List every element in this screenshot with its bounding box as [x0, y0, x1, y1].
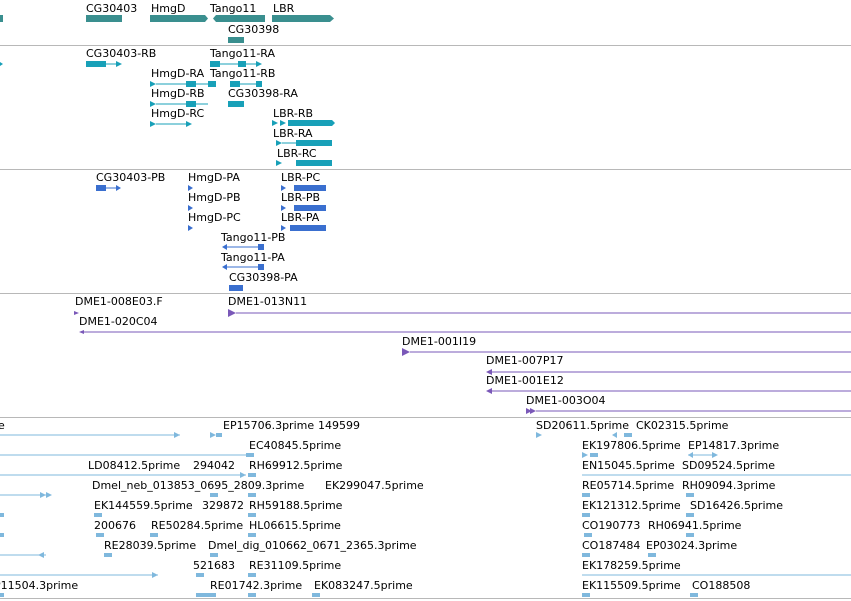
gene-label[interactable]: CG30403	[86, 2, 138, 15]
est-label[interactable]: RE28039.5prime	[104, 539, 197, 552]
est-label[interactable]: EK144559.5prime	[94, 499, 193, 512]
gene-label[interactable]: LBR	[273, 2, 295, 15]
track-separator-clones-ests	[0, 417, 851, 418]
est-label[interactable]: EK178259.5prime	[582, 559, 681, 572]
transcript-label[interactable]: Tango11-RB	[210, 67, 276, 80]
transcript-label[interactable]: HmgD-RA	[151, 67, 205, 80]
clone-label[interactable]: DME1-020C04	[79, 315, 158, 328]
est-label[interactable]: Dmel_dig_010662_0671_2365.3prime	[208, 539, 417, 552]
est-label[interactable]: RE01742.3prime	[210, 579, 303, 592]
clone-label[interactable]: DME1-008E03.F	[75, 295, 163, 308]
protein-track: CG30403-PB HmgD-PA LBR-PC HmgD-PB LBR-PB…	[0, 170, 851, 293]
protein-label[interactable]: CG30403-PB	[96, 171, 166, 184]
est-label[interactable]: Dmel_neb_013853_0695_2809.3prime	[92, 479, 305, 492]
clone-label[interactable]: DME1-007P17	[486, 354, 564, 367]
est-label[interactable]: 294042	[193, 459, 235, 472]
est-label[interactable]: RH59188.5prime	[249, 499, 343, 512]
est-label[interactable]: EC40845.5prime	[249, 439, 342, 452]
est-label[interactable]: EP14817.3prime	[688, 439, 780, 452]
protein-label[interactable]: HmgD-PA	[188, 171, 240, 184]
transcript-label[interactable]: HmgD-RB	[151, 87, 205, 100]
est-label[interactable]: LD08412.5prime	[88, 459, 181, 472]
track-separator-proteins-clones	[0, 293, 851, 294]
protein-label[interactable]: LBR-PB	[281, 191, 321, 204]
gene-label[interactable]: HmgD	[151, 2, 186, 15]
est-label[interactable]: CO188508	[692, 579, 751, 592]
protein-label[interactable]: LBR-PC	[281, 171, 321, 184]
track-separator-genes-transcripts	[0, 45, 851, 46]
transcript-label[interactable]: HmgD-RC	[151, 107, 205, 120]
protein-label[interactable]: LBR-PA	[281, 211, 320, 224]
est-label[interactable]: RE05714.5prime	[582, 479, 675, 492]
transcript-label[interactable]: LBR-RA	[273, 127, 313, 140]
clone-label[interactable]: DME1-001E12	[486, 374, 564, 387]
est-label[interactable]: EP15706.3prime	[223, 419, 315, 432]
gene-label[interactable]: Tango11	[210, 2, 257, 15]
est-label[interactable]: EN15045.5prime	[582, 459, 675, 472]
transcript-label[interactable]: Tango11-RA	[210, 47, 276, 60]
est-label[interactable]: EK083247.5prime	[314, 579, 413, 592]
est-label[interactable]: EP03024.3prime	[646, 539, 738, 552]
est-label[interactable]: CO190773	[582, 519, 641, 532]
est-label[interactable]: RH06941.5prime	[648, 519, 742, 532]
est-label[interactable]: e	[0, 419, 5, 432]
protein-label[interactable]: Tango11-PA	[221, 251, 285, 264]
est-label[interactable]: P11504.3prime	[0, 579, 79, 592]
est-label[interactable]: RH69912.5prime	[249, 459, 343, 472]
est-label[interactable]: RE31109.5prime	[249, 559, 342, 572]
est-label[interactable]: CK02315.5prime	[636, 419, 729, 432]
est-label[interactable]: RH09094.3prime	[682, 479, 776, 492]
est-label[interactable]: 200676	[94, 519, 136, 532]
track-separator-bottom	[0, 598, 851, 599]
est-label[interactable]: SD16426.5prime	[690, 499, 783, 512]
protein-label[interactable]: Tango11-PB	[221, 231, 286, 244]
est-label[interactable]: SD20611.5prime	[536, 419, 629, 432]
est-track: e EP15706.3prime 149599 SD20611.5prime C…	[0, 418, 851, 598]
est-label[interactable]: CO187484	[582, 539, 641, 552]
gene-track: CG30403 HmgD Tango11 LBR CG30398	[0, 0, 851, 45]
est-label[interactable]: EK197806.5prime	[582, 439, 681, 452]
protein-label[interactable]: HmgD-PC	[188, 211, 241, 224]
est-label[interactable]: 149599	[318, 419, 360, 432]
clone-label[interactable]: DME1-003O04	[526, 394, 606, 407]
transcript-label[interactable]: CG30403-RB	[86, 47, 157, 60]
track-separator-transcripts-proteins	[0, 169, 851, 170]
est-label[interactable]: HL06615.5prime	[249, 519, 341, 532]
transcript-label[interactable]: CG30398-RA	[228, 87, 298, 100]
est-label[interactable]: EK115509.5prime	[582, 579, 681, 592]
protein-label[interactable]: HmgD-PB	[188, 191, 241, 204]
clone-label[interactable]: DME1-013N11	[228, 295, 308, 308]
est-label[interactable]: 521683	[193, 559, 235, 572]
transcript-track: CG30403-RB Tango11-RA HmgD-RA Tango11-RB…	[0, 46, 851, 169]
clone-label[interactable]: DME1-001I19	[402, 335, 477, 348]
est-label[interactable]: 329872	[202, 499, 244, 512]
est-label[interactable]: EK299047.5prime	[325, 479, 424, 492]
est-label[interactable]: EK121312.5prime	[582, 499, 681, 512]
gene-label[interactable]: CG30398	[228, 23, 280, 36]
transcript-label[interactable]: LBR-RB	[273, 107, 314, 120]
est-label[interactable]: RE50284.5prime	[151, 519, 244, 532]
protein-label[interactable]: CG30398-PA	[229, 271, 298, 284]
est-label[interactable]: SD09524.5prime	[682, 459, 775, 472]
transcript-label[interactable]: LBR-RC	[277, 147, 317, 160]
clone-track: DME1-008E03.F DME1-013N11 DME1-020C04 DM…	[0, 294, 851, 417]
